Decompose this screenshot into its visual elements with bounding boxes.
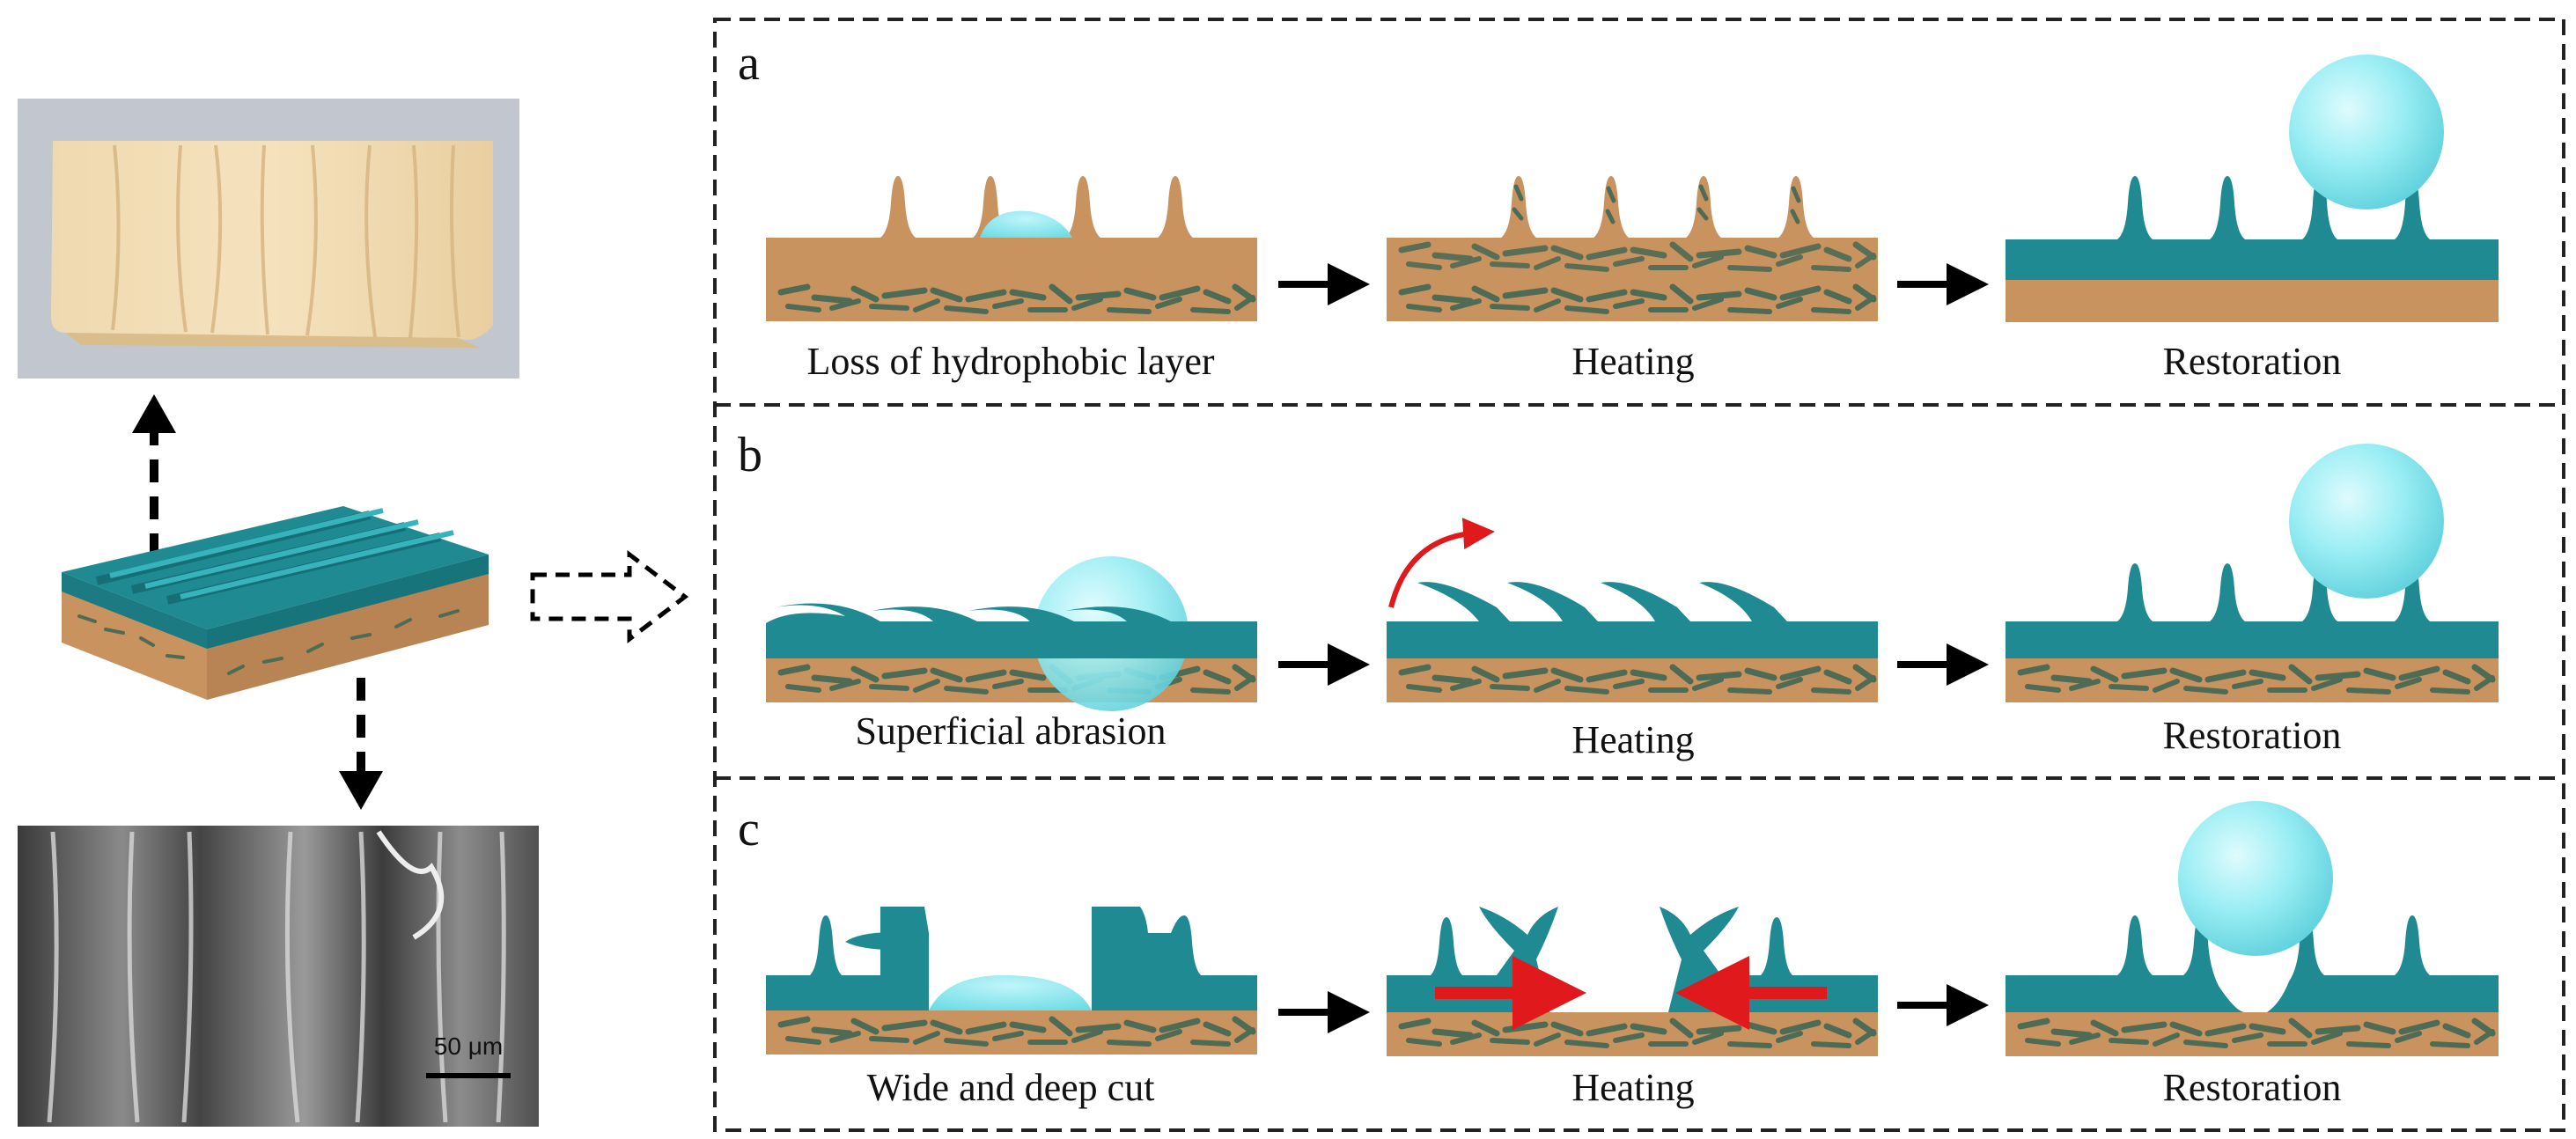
coated-wood-block-3d <box>62 506 489 700</box>
panel-c-step2-diagram <box>1387 907 1878 1056</box>
panel-c-step1-diagram <box>766 907 1257 1054</box>
panel-a-step3-diagram <box>2006 55 2499 322</box>
panel-a-label: a <box>738 36 760 91</box>
up-arrow-icon <box>132 394 176 556</box>
panel-b-step2-diagram <box>1387 518 1878 702</box>
panel-c-caption-1: Wide and deep cut <box>867 1066 1155 1109</box>
sem-micrograph: 50 μm <box>18 826 539 1127</box>
panel-a-caption-1: Loss of hydrophobic layer <box>806 340 1214 383</box>
panels-frame <box>713 18 2565 1132</box>
panel-a-caption-3: Restoration <box>2163 340 2342 383</box>
panel-c-caption-2: Heating <box>1571 1066 1694 1109</box>
panel-c-caption-3: Restoration <box>2163 1066 2342 1109</box>
panel-c-label: c <box>738 802 760 856</box>
panel-c-step3-diagram <box>2006 801 2499 1056</box>
scale-bar-label: 50 μm <box>434 1032 503 1060</box>
panel-a-step2-diagram <box>1387 176 1878 321</box>
panel-a-step1-diagram <box>766 176 1257 321</box>
panel-b-caption-3: Restoration <box>2163 714 2342 757</box>
hollow-arrow-icon <box>530 549 689 644</box>
panel-b-caption-2: Heating <box>1571 718 1694 761</box>
panel-b-step1-diagram <box>766 556 1257 711</box>
panel-a-caption-2: Heating <box>1571 340 1694 383</box>
wood-sample-photo <box>18 99 519 378</box>
down-arrow-icon <box>339 678 383 810</box>
panel-b-label: b <box>738 428 762 482</box>
panel-b-step3-diagram <box>2006 444 2499 702</box>
panel-b-caption-1: Superficial abrasion <box>855 709 1166 753</box>
